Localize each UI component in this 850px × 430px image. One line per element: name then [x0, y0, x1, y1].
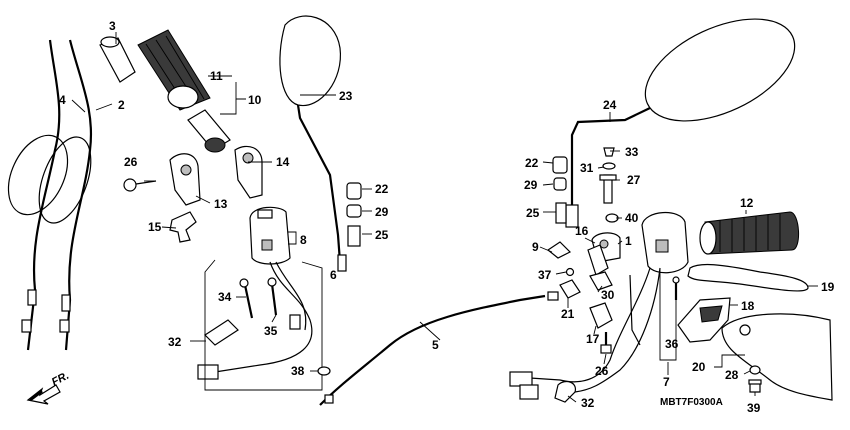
mirror-left-23 [279, 15, 347, 272]
callout-32-right: 32 [581, 396, 595, 410]
callout-22-left: 22 [375, 182, 389, 196]
callout-27: 27 [627, 173, 641, 187]
callout-36: 36 [665, 337, 679, 351]
screw-35 [267, 277, 278, 316]
callout-9: 9 [532, 240, 539, 254]
hand-guard-18 [677, 297, 731, 343]
callout-labels: 1 2 3 4 5 6 7 8 9 10 11 12 13 14 15 16 1… [59, 19, 835, 415]
throttle-grip-11 [137, 29, 211, 111]
callout-29-left: 29 [375, 205, 389, 219]
clip-9 [546, 241, 572, 259]
screw-36 [672, 276, 680, 300]
bolt-25-right [555, 202, 567, 224]
bolt-39 [748, 379, 762, 393]
hand-guard-20 [721, 313, 833, 401]
callout-20: 20 [692, 360, 706, 374]
switch-16 [587, 244, 609, 276]
washer-31 [602, 162, 616, 170]
nut-28 [749, 365, 761, 375]
callout-25-left: 25 [375, 228, 389, 242]
left-switch-housing-8 [249, 206, 291, 265]
throttle-housing-lower-14 [234, 145, 263, 199]
nut-29-right [553, 177, 567, 191]
throttle-cable-4 [7, 39, 69, 351]
callout-14: 14 [276, 155, 290, 169]
brake-lever-19 [687, 263, 809, 292]
callout-30: 30 [601, 288, 615, 302]
screw-37 [565, 267, 575, 277]
callout-24: 24 [603, 98, 617, 112]
callout-11: 11 [210, 69, 223, 83]
grip-end-cap-3 [99, 36, 136, 83]
callout-37: 37 [538, 268, 552, 282]
clip-15 [169, 211, 197, 243]
callout-15: 15 [148, 220, 162, 234]
screw-26-right [600, 332, 612, 354]
callout-26-right: 26 [595, 364, 609, 378]
callout-3: 3 [109, 19, 116, 33]
callout-33: 33 [625, 145, 639, 159]
callout-34: 34 [218, 290, 232, 304]
callout-8: 8 [300, 233, 307, 247]
callout-26-left: 26 [124, 155, 138, 169]
callout-1: 1 [625, 234, 632, 248]
callout-22-right: 22 [525, 156, 539, 170]
bolt-27 [599, 174, 617, 204]
clip-38 [317, 366, 331, 376]
screw-26-left [123, 178, 157, 192]
callout-5: 5 [432, 338, 439, 352]
right-switch-housing-7 [509, 211, 689, 403]
callout-6: 6 [330, 268, 337, 282]
callout-4: 4 [59, 93, 66, 107]
callout-2: 2 [118, 98, 125, 112]
nut-29-left [346, 204, 362, 218]
throttle-pipe-10 [187, 109, 231, 153]
callout-18: 18 [741, 299, 755, 313]
callout-39: 39 [747, 401, 761, 415]
callout-12: 12 [740, 196, 754, 210]
grip-right-12 [699, 211, 799, 255]
callout-35: 35 [264, 324, 278, 338]
callout-29-right: 29 [524, 178, 538, 192]
diagram-code: MBT7F0300A [660, 397, 723, 408]
callout-13: 13 [214, 197, 228, 211]
cable-adjuster-21 [559, 279, 581, 299]
switch-harness-6 [197, 261, 313, 380]
mirror-right-24 [565, 18, 796, 228]
leader-lines [71, 32, 818, 403]
callout-7: 7 [663, 375, 670, 389]
brake-switch-17 [589, 302, 613, 329]
callout-40: 40 [625, 211, 639, 225]
screw-33 [603, 147, 615, 157]
nut-22-right [552, 156, 568, 174]
callout-21: 21 [561, 307, 575, 321]
callout-28: 28 [725, 368, 739, 382]
callout-38: 38 [291, 364, 305, 378]
callout-31: 31 [580, 161, 594, 175]
bolt-25-left [347, 225, 361, 247]
callout-10: 10 [248, 93, 262, 107]
callout-17: 17 [586, 332, 600, 346]
callout-25-right: 25 [526, 206, 540, 220]
callout-32-left: 32 [168, 335, 182, 349]
throttle-housing-upper-13 [169, 153, 201, 206]
band-32-left [204, 319, 239, 346]
front-direction-label: FR. [50, 370, 71, 389]
throttle-cable-2 [38, 39, 92, 351]
callout-19: 19 [821, 280, 835, 294]
nut-22-left [346, 182, 362, 200]
callout-23: 23 [339, 89, 353, 103]
screw-34 [239, 278, 254, 319]
bracket-30 [589, 271, 613, 291]
front-direction-arrow: FR. [26, 370, 71, 405]
clutch-cable-5 [319, 291, 559, 406]
callout-16: 16 [575, 224, 589, 238]
